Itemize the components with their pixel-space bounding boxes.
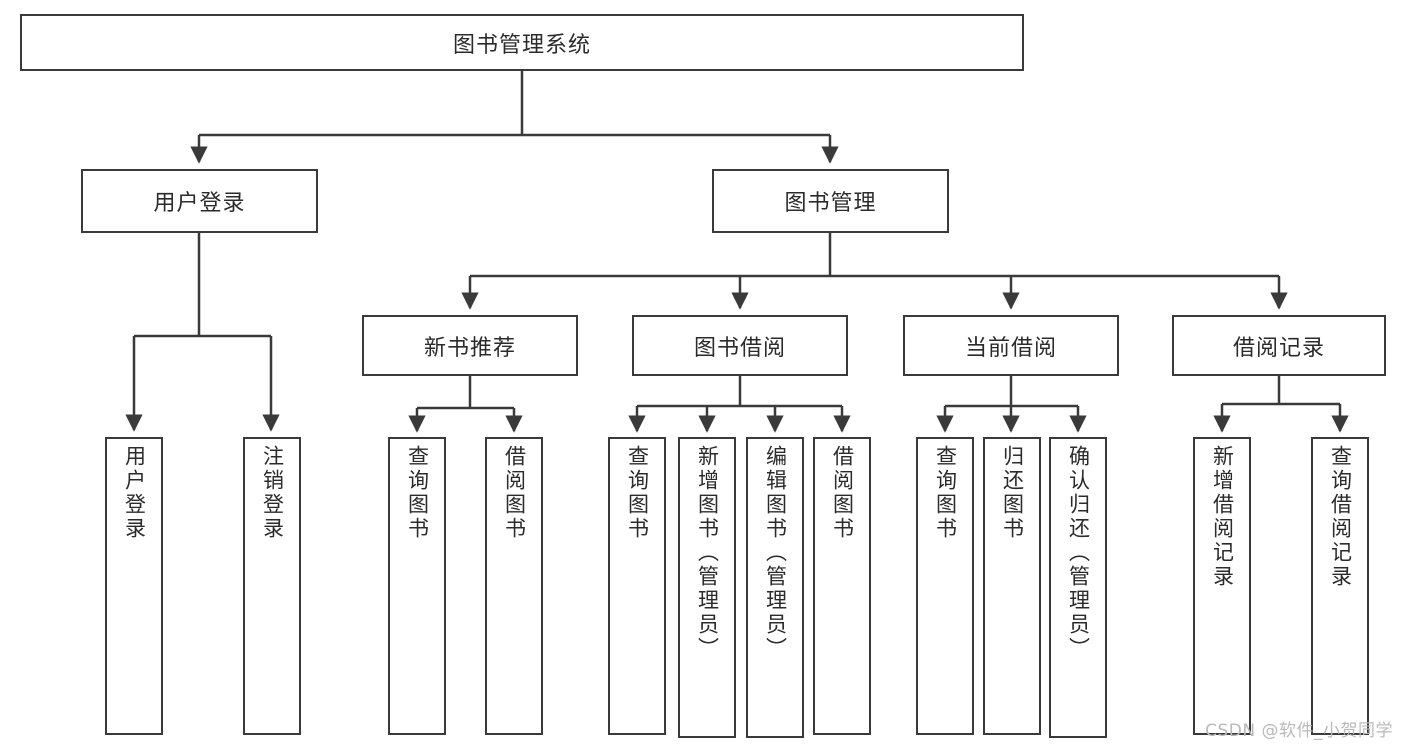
- leaf-query-record[interactable]: 查询借阅记录: [1311, 437, 1369, 735]
- node-current-borrow[interactable]: 当前借阅: [903, 315, 1119, 376]
- node-new-book-recommend-label: 新书推荐: [423, 335, 516, 361]
- node-book-management[interactable]: 图书管理: [712, 169, 949, 233]
- leaf-add-book[interactable]: 新增图书（管理员）: [678, 437, 736, 738]
- node-book-management-label: 图书管理: [784, 191, 877, 216]
- leaf-add-record-label: 新增借阅记录: [1210, 445, 1235, 589]
- node-new-book-recommend[interactable]: 新书推荐: [362, 315, 578, 376]
- leaf-query-book-3[interactable]: 查询图书: [916, 437, 974, 735]
- leaf-edit-book-label: 编辑图书（管理员）: [763, 445, 788, 661]
- leaf-query-book-2-label: 查询图书: [625, 445, 650, 541]
- leaf-borrow-book-1-label: 借阅图书: [502, 445, 527, 541]
- leaf-return-book-label: 归还图书: [1000, 445, 1025, 541]
- leaf-add-record[interactable]: 新增借阅记录: [1193, 437, 1251, 735]
- leaf-confirm-return-label: 确认归还（管理员）: [1066, 445, 1091, 661]
- node-root[interactable]: 图书管理系统: [20, 14, 1024, 71]
- node-borrow-record-label: 借阅记录: [1232, 335, 1325, 361]
- leaf-edit-book[interactable]: 编辑图书（管理员）: [746, 437, 804, 738]
- node-user-login-label: 用户登录: [153, 191, 246, 216]
- leaf-logout-label: 注销登录: [260, 445, 285, 541]
- leaf-borrow-book-2-label: 借阅图书: [830, 445, 855, 541]
- leaf-return-book[interactable]: 归还图书: [983, 437, 1041, 735]
- node-book-borrow-label: 图书借阅: [693, 335, 786, 361]
- leaf-confirm-return[interactable]: 确认归还（管理员）: [1049, 437, 1107, 738]
- node-current-borrow-label: 当前借阅: [964, 335, 1057, 361]
- node-book-borrow[interactable]: 图书借阅: [632, 315, 848, 376]
- leaf-user-login[interactable]: 用户登录: [105, 437, 163, 735]
- node-borrow-record[interactable]: 借阅记录: [1172, 315, 1386, 376]
- leaf-user-login-label: 用户登录: [122, 445, 147, 541]
- leaf-query-book-1[interactable]: 查询图书: [388, 437, 446, 735]
- leaf-query-book-1-label: 查询图书: [405, 445, 430, 541]
- leaf-query-book-2[interactable]: 查询图书: [608, 437, 666, 735]
- leaf-borrow-book-2[interactable]: 借阅图书: [813, 437, 871, 735]
- csdn-watermark: CSDN @软件_小贺同学: [1205, 721, 1393, 741]
- node-user-login[interactable]: 用户登录: [81, 169, 318, 233]
- node-root-label: 图书管理系统: [452, 32, 591, 58]
- leaf-borrow-book-1[interactable]: 借阅图书: [485, 437, 543, 735]
- leaf-add-book-label: 新增图书（管理员）: [695, 445, 720, 661]
- leaf-query-book-3-label: 查询图书: [933, 445, 958, 541]
- leaf-query-record-label: 查询借阅记录: [1328, 445, 1353, 589]
- leaf-logout[interactable]: 注销登录: [243, 437, 301, 735]
